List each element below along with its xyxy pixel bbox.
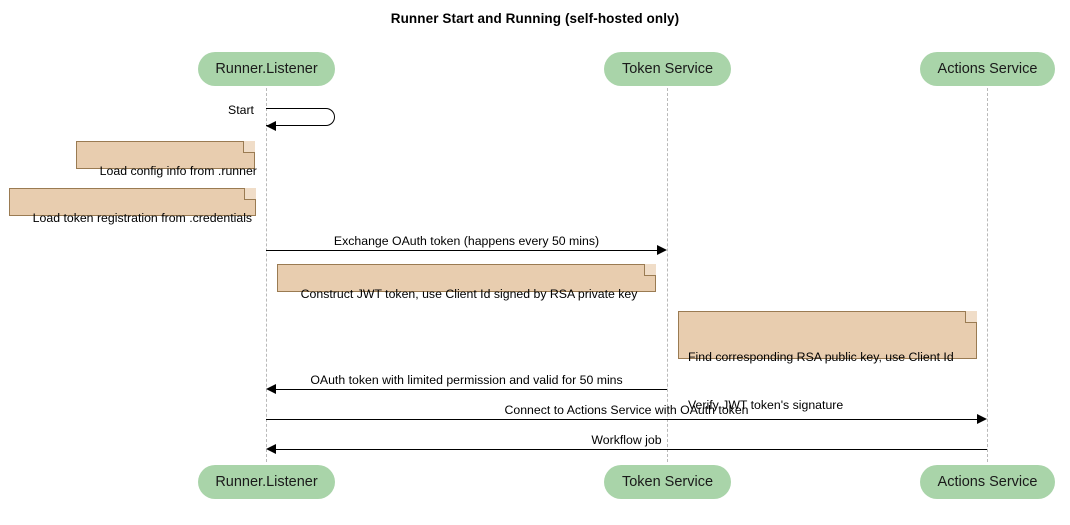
participant-runner-listener-bottom[interactable]: Runner.Listener: [198, 465, 335, 499]
lifeline-token-service: [667, 88, 668, 462]
arrow-head-workflow-job: [266, 444, 276, 454]
message-label-start: Start: [228, 103, 254, 117]
note-fold-icon: [965, 311, 977, 323]
message-line-connect-actions-service: [266, 419, 978, 420]
participant-actions-service-top[interactable]: Actions Service: [920, 52, 1055, 86]
lifeline-actions-service: [987, 88, 988, 462]
arrow-head-exchange-oauth-token: [657, 245, 667, 255]
participant-runner-listener-top[interactable]: Runner.Listener: [198, 52, 335, 86]
note-load-token-registration: Load token registration from .credential…: [9, 188, 256, 225]
note-text-line-2: Verify JWT token's signature: [688, 398, 844, 412]
note-fold-icon: [243, 141, 255, 153]
arrow-head-connect-actions-service: [977, 414, 987, 424]
message-label-oauth-token-limited: OAuth token with limited permission and …: [310, 373, 623, 387]
participant-token-service-bottom[interactable]: Token Service: [604, 465, 731, 499]
note-fold-icon: [244, 188, 256, 200]
arrow-head-start: [266, 121, 276, 131]
lifeline-runner-listener: [266, 88, 267, 462]
note-verify-jwt-signature: Find corresponding RSA public key, use C…: [678, 311, 977, 412]
participant-label: Runner.Listener: [215, 61, 318, 77]
participant-label: Runner.Listener: [215, 474, 318, 490]
note-text: Load config info from .runner: [99, 164, 257, 178]
note-text-line-1: Find corresponding RSA public key, use C…: [688, 350, 954, 364]
message-label-exchange-oauth-token: Exchange OAuth token (happens every 50 m…: [333, 234, 600, 248]
note-fold-icon: [644, 264, 656, 276]
participant-label: Token Service: [621, 474, 714, 490]
self-message-loop-start: [266, 108, 335, 126]
message-label-connect-actions-service: Connect to Actions Service with OAuth to…: [504, 403, 749, 417]
message-line-exchange-oauth-token: [266, 250, 658, 251]
participant-label: Actions Service: [937, 474, 1038, 490]
participant-label: Actions Service: [937, 61, 1038, 77]
participant-actions-service-bottom[interactable]: Actions Service: [920, 465, 1055, 499]
note-text: Construct JWT token, use Client Id signe…: [300, 287, 638, 301]
note-construct-jwt-token: Construct JWT token, use Client Id signe…: [277, 264, 656, 301]
message-line-workflow-job: [276, 449, 987, 450]
arrow-head-oauth-token-limited: [266, 384, 276, 394]
message-line-oauth-token-limited: [276, 389, 667, 390]
message-label-workflow-job: Workflow job: [591, 433, 662, 447]
note-load-config: Load config info from .runner: [76, 141, 257, 178]
participant-token-service-top[interactable]: Token Service: [604, 52, 731, 86]
page-title: Runner Start and Running (self-hosted on…: [390, 11, 680, 26]
note-text: Load token registration from .credential…: [32, 211, 253, 225]
participant-label: Token Service: [621, 61, 714, 77]
